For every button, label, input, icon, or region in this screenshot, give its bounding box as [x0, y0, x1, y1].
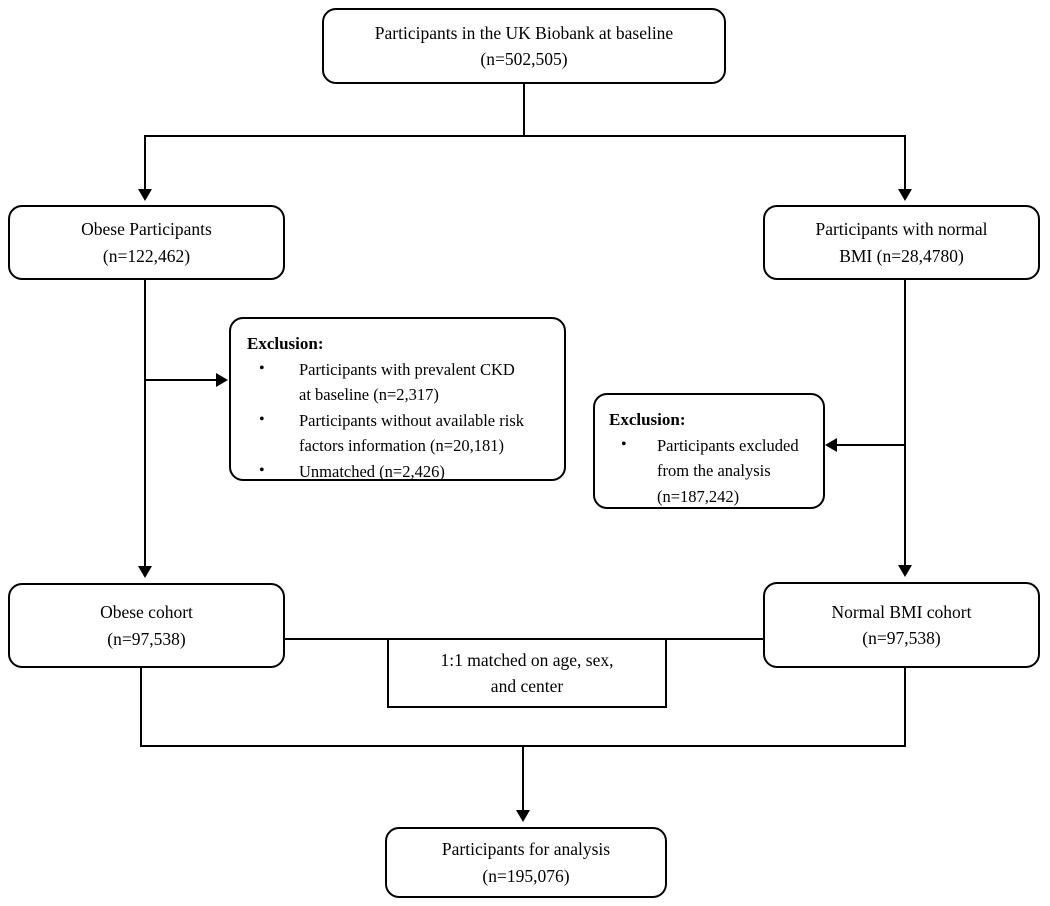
node-matched-line1: 1:1 matched on age, sex,: [440, 649, 614, 670]
arrowhead-into-analysis: [516, 810, 530, 822]
node-obese-cohort: Obese cohort (n=97,538): [8, 583, 285, 668]
node-normal-line1: Participants with normal: [815, 219, 988, 240]
exclusion-right-title: Exclusion:: [609, 410, 686, 429]
node-obese-line2: (n=122,462): [102, 245, 191, 266]
exclusion-right-bullet-1-line1: Participants excluded: [657, 435, 799, 455]
connector-normal-cohort-down: [904, 667, 906, 747]
exclusion-left-bullet-1-line2: at baseline (n=2,317): [299, 385, 439, 405]
node-normal-line2: BMI (n=28,4780): [839, 245, 964, 266]
node-baseline-line2: (n=502,505): [480, 49, 568, 69]
node-baseline-line1: Participants in the UK Biobank at baseli…: [374, 22, 674, 43]
connector-baseline-stem: [523, 84, 525, 137]
exclusion-left-bullet-3: • Unmatched (n=2,426): [247, 459, 552, 485]
exclusion-left-bullet-3-line1: Unmatched (n=2,426): [299, 461, 445, 481]
connector-left-branch: [144, 135, 146, 190]
node-exclusion-right: Exclusion: • Participants excluded from …: [593, 393, 825, 509]
exclusion-left-title: Exclusion:: [247, 334, 324, 353]
node-normal-bmi-participants: Participants with normal BMI (n=28,4780): [763, 205, 1040, 280]
connector-right-branch: [904, 135, 906, 190]
node-obese-cohort-line2: (n=97,538): [107, 628, 186, 649]
arrowhead-into-normal-cohort: [898, 565, 912, 577]
node-normal-bmi-cohort: Normal BMI cohort (n=97,538): [763, 582, 1040, 668]
exclusion-right-bullet-1-line3: (n=187,242): [657, 486, 740, 506]
bullet-icon: •: [259, 410, 265, 428]
exclusion-left-bullet-2-line1: Participants without available risk: [299, 410, 524, 430]
node-matched: 1:1 matched on age, sex, and center: [387, 638, 667, 708]
node-obese-participants: Obese Participants (n=122,462): [8, 205, 285, 280]
connector-obese-cohort-down: [140, 667, 142, 747]
connector-obese-down: [144, 280, 146, 567]
exclusion-left-bullet-2-line2: factors information (n=20,181): [299, 436, 504, 456]
connector-split: [144, 135, 906, 137]
node-obese-line1: Obese Participants: [81, 219, 212, 240]
node-normal-cohort-line1: Normal BMI cohort: [831, 601, 972, 622]
bullet-icon: •: [259, 359, 265, 377]
arrowhead-into-exclusion-left: [216, 373, 228, 387]
arrowhead-into-obese-cohort: [138, 566, 152, 578]
bullet-icon: •: [259, 461, 265, 479]
node-normal-cohort-line2: (n=97,538): [862, 628, 941, 648]
node-analysis-line1: Participants for analysis: [441, 839, 611, 860]
connector-analysis-stem: [522, 745, 524, 811]
exclusion-left-bullet-1: • Participants with prevalent CKD at bas…: [247, 357, 552, 408]
node-analysis-line2: (n=195,076): [482, 865, 570, 886]
arrowhead-into-exclusion-right: [825, 438, 837, 452]
node-exclusion-left: Exclusion: • Participants with prevalent…: [229, 317, 566, 481]
connector-exclusion-left: [145, 379, 218, 381]
arrowhead-into-obese: [138, 189, 152, 201]
exclusion-right-bullet-1-line2: from the analysis: [657, 461, 771, 481]
arrowhead-into-normal: [898, 189, 912, 201]
node-obese-cohort-line1: Obese cohort: [100, 602, 193, 623]
exclusion-left-bullet-1-line1: Participants with prevalent CKD: [299, 359, 515, 379]
node-analysis: Participants for analysis (n=195,076): [385, 827, 667, 898]
exclusion-right-bullet-1: • Participants excluded from the analysi…: [609, 433, 811, 510]
connector-exclusion-right: [836, 444, 905, 446]
node-baseline: Participants in the UK Biobank at baseli…: [322, 8, 726, 84]
bullet-icon: •: [621, 435, 627, 453]
exclusion-left-bullet-2: • Participants without available risk fa…: [247, 408, 552, 459]
node-matched-line2: and center: [490, 676, 564, 696]
connector-normal-down: [904, 280, 906, 566]
